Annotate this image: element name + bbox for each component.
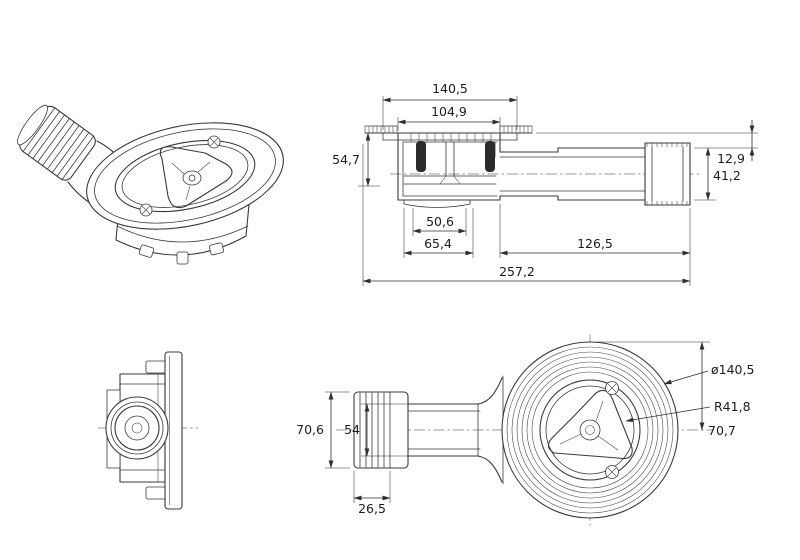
dim-nut-length: 26,5	[353, 471, 391, 516]
dim-install-depth: 54,7	[332, 132, 380, 187]
dim-top-offset: 12,9	[536, 120, 758, 166]
dim-label-flange-width: 140,5	[432, 81, 468, 96]
dim-label-install-depth: 54,7	[332, 152, 360, 167]
flange-top	[501, 341, 679, 519]
coupling-nut	[17, 104, 96, 181]
dim-body-width: 104,9	[397, 104, 501, 131]
dim-label-top-offset: 12,9	[717, 151, 745, 166]
dim-label-nut-width: 70,6	[296, 422, 324, 437]
dim-label-total-length: 257,2	[499, 264, 535, 279]
dim-label-flange-diameter: ø140,5	[711, 362, 754, 377]
dim-outlet-diameter: 41,2	[694, 147, 741, 201]
dim-nut-width: 70,6	[296, 391, 350, 469]
dim-label-body-width: 104,9	[431, 104, 467, 119]
dim-label-pipe-width: 54	[344, 422, 360, 437]
trap-body-section	[397, 132, 501, 208]
top-screw-upper-icon	[605, 381, 619, 395]
triangular-insert-iso	[159, 146, 233, 209]
seal-left	[416, 141, 426, 172]
bottom-stem	[176, 251, 189, 265]
dim-label-sump-width: 50,6	[426, 214, 454, 229]
outlet-nut-section	[644, 142, 691, 206]
dim-base-width: 65,4	[403, 208, 474, 258]
dim-flange-width: 140,5	[382, 81, 518, 130]
dim-total-length: 257,2	[362, 144, 691, 286]
outlet-pipe-section	[499, 147, 646, 201]
dim-label-nut-length: 26,5	[358, 501, 386, 516]
tile-flange	[364, 125, 533, 141]
side-section-view: 140,5 104,9 54,7 12,9 41,2	[332, 81, 758, 286]
grate-section	[402, 133, 498, 143]
dim-label-outlet-length: 126,5	[577, 236, 613, 251]
dim-label-center-to-top: 70,7	[708, 423, 736, 438]
dim-sump-width: 50,6	[412, 208, 467, 236]
triangular-insert-top	[547, 389, 633, 460]
flange-rings	[86, 122, 284, 230]
flange-screw-top-icon	[207, 135, 221, 149]
inlet-nut-top	[353, 391, 409, 469]
isometric-view	[17, 104, 284, 265]
dim-label-outlet-diameter: 41,2	[713, 168, 741, 183]
front-view	[98, 351, 198, 510]
front-outlet-face	[105, 396, 169, 460]
flange-screw-bottom-icon	[139, 203, 153, 217]
dim-label-base-width: 65,4	[424, 236, 452, 251]
leader-insert-radius: R41,8	[625, 399, 751, 423]
leader-flange-diameter: ø140,5	[663, 362, 754, 385]
top-screw-lower-icon	[605, 465, 619, 479]
dim-label-insert-radius: R41,8	[714, 399, 751, 414]
dim-outlet-length: 126,5	[499, 204, 691, 286]
top-view: 70,6 54 26,5 70,7 ø140,5	[296, 334, 754, 526]
seal-right	[485, 141, 495, 172]
dim-center-to-top: 70,7	[597, 341, 736, 438]
dim-pipe-width: 54	[344, 403, 410, 457]
